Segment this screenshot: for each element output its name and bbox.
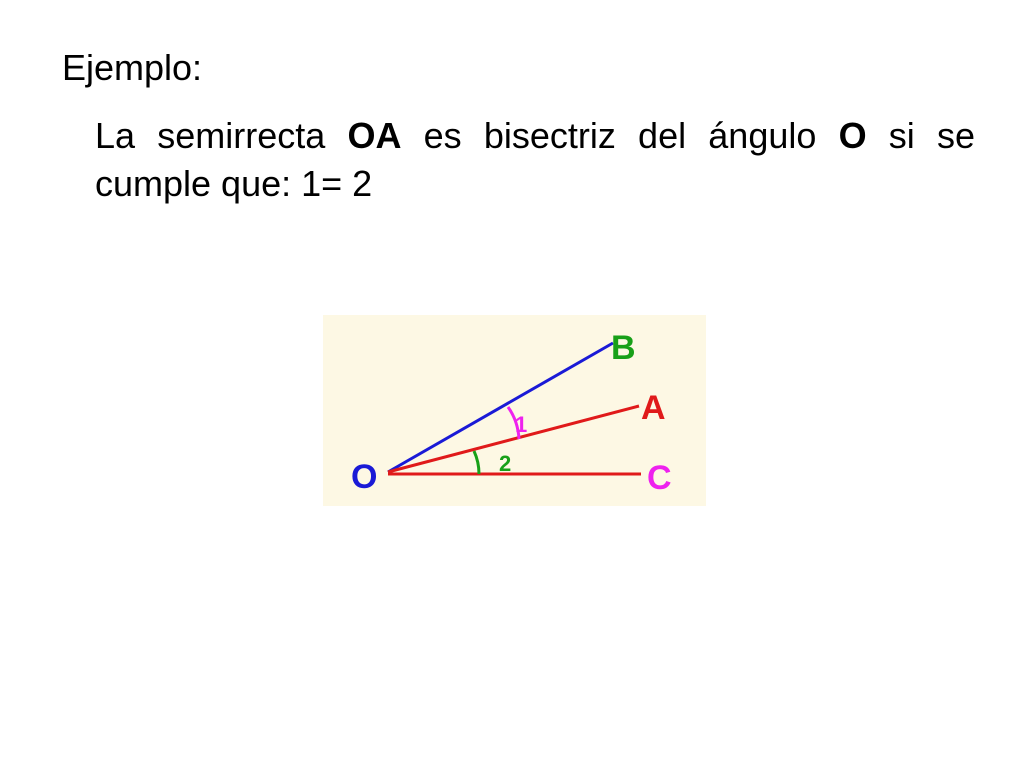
sentence-part3: si se cumple que: 1= 2: [95, 115, 976, 204]
ray-label-a: A: [641, 389, 666, 427]
ray-label-c: C: [647, 459, 672, 497]
angle-one-arc: [506, 406, 521, 440]
slide-body-text: La semirrecta OA es bisectriz del ángulo…: [95, 112, 975, 208]
sentence-part1: La semirrecta: [95, 115, 348, 156]
bisector-figure: O B A C 1 2: [323, 315, 706, 506]
angle-two-arc: [472, 450, 481, 475]
vertex-label-o: O: [351, 458, 377, 496]
ray-ob: [387, 341, 614, 474]
sentence-part2: es bisectriz del ángulo: [401, 115, 839, 156]
bisector-diagram: O B A C 1 2: [351, 329, 672, 497]
angle-label-two: 2: [499, 451, 511, 476]
ray-label-b: B: [611, 329, 636, 367]
slide-heading: Ejemplo:: [62, 47, 203, 88]
ray-name: OA: [347, 115, 402, 156]
ray-oa: [387, 404, 640, 474]
angle-name: O: [838, 115, 867, 156]
angle-label-one: 1: [515, 412, 527, 437]
